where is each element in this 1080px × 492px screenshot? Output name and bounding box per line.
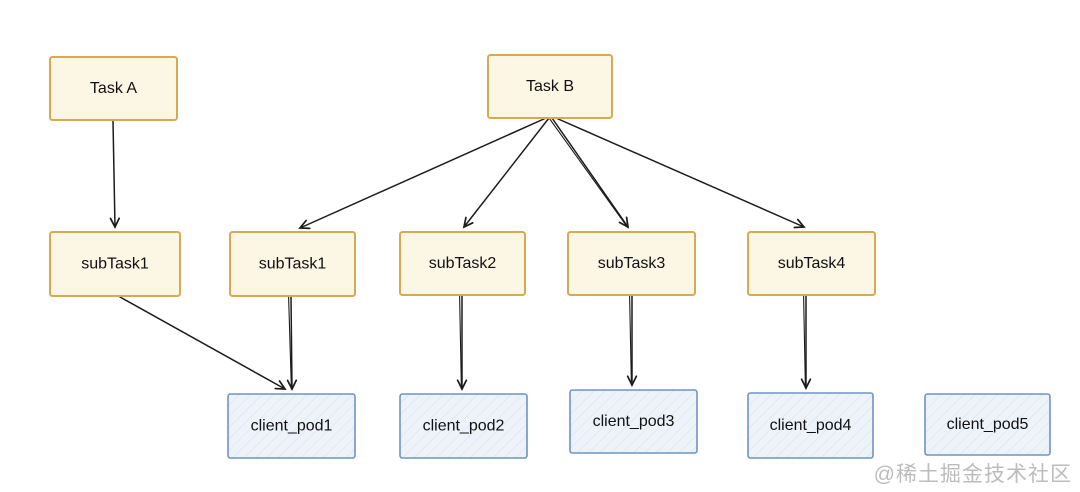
node-subtask3: subTask3 bbox=[567, 231, 696, 296]
node-task-a: Task A bbox=[49, 56, 178, 121]
node-subtask1a: subTask1 bbox=[49, 231, 181, 297]
edge-task-b-to-subtask1b bbox=[298, 117, 547, 230]
watermark: @稀土掘金技术社区 bbox=[873, 463, 1072, 486]
node-pod1: client_pod1 bbox=[227, 393, 356, 459]
node-pod2: client_pod2 bbox=[399, 393, 528, 459]
edge-task-b-to-subtask4 bbox=[555, 117, 806, 229]
node-label-pod1: client_pod1 bbox=[251, 418, 333, 435]
node-pod5: client_pod5 bbox=[924, 393, 1051, 456]
node-label-task-a: Task A bbox=[90, 80, 137, 97]
edge-task-b-to-subtask2 bbox=[462, 117, 550, 229]
node-label-subtask4: subTask4 bbox=[778, 255, 846, 272]
node-label-pod3: client_pod3 bbox=[593, 413, 675, 430]
node-subtask1b: subTask1 bbox=[229, 231, 356, 297]
node-subtask4: subTask4 bbox=[747, 231, 876, 296]
node-label-subtask3: subTask3 bbox=[598, 255, 666, 272]
node-pod3: client_pod3 bbox=[569, 389, 698, 454]
node-label-subtask1b: subTask1 bbox=[259, 256, 327, 273]
node-label-subtask1a: subTask1 bbox=[81, 256, 149, 273]
edge-subtask2-to-pod2 bbox=[456, 295, 468, 391]
edge-subtask4-to-pod4 bbox=[800, 295, 812, 390]
node-label-pod5: client_pod5 bbox=[947, 416, 1029, 433]
node-label-subtask2: subTask2 bbox=[429, 255, 497, 272]
edge-subtask3-to-pod3 bbox=[626, 295, 638, 387]
edge-subtask1b-to-pod1 bbox=[286, 296, 298, 391]
node-label-pod4: client_pod4 bbox=[770, 417, 852, 434]
node-pod4: client_pod4 bbox=[747, 392, 874, 459]
node-label-pod2: client_pod2 bbox=[423, 418, 505, 435]
node-task-b: Task B bbox=[487, 54, 613, 119]
edge-task-b-to-subtask3 bbox=[549, 117, 630, 229]
edge-task-a-to-subtask1a bbox=[109, 120, 121, 229]
node-subtask2: subTask2 bbox=[399, 231, 526, 296]
node-label-task-b: Task B bbox=[526, 78, 574, 95]
edge-subtask1a-to-pod1 bbox=[119, 296, 287, 390]
